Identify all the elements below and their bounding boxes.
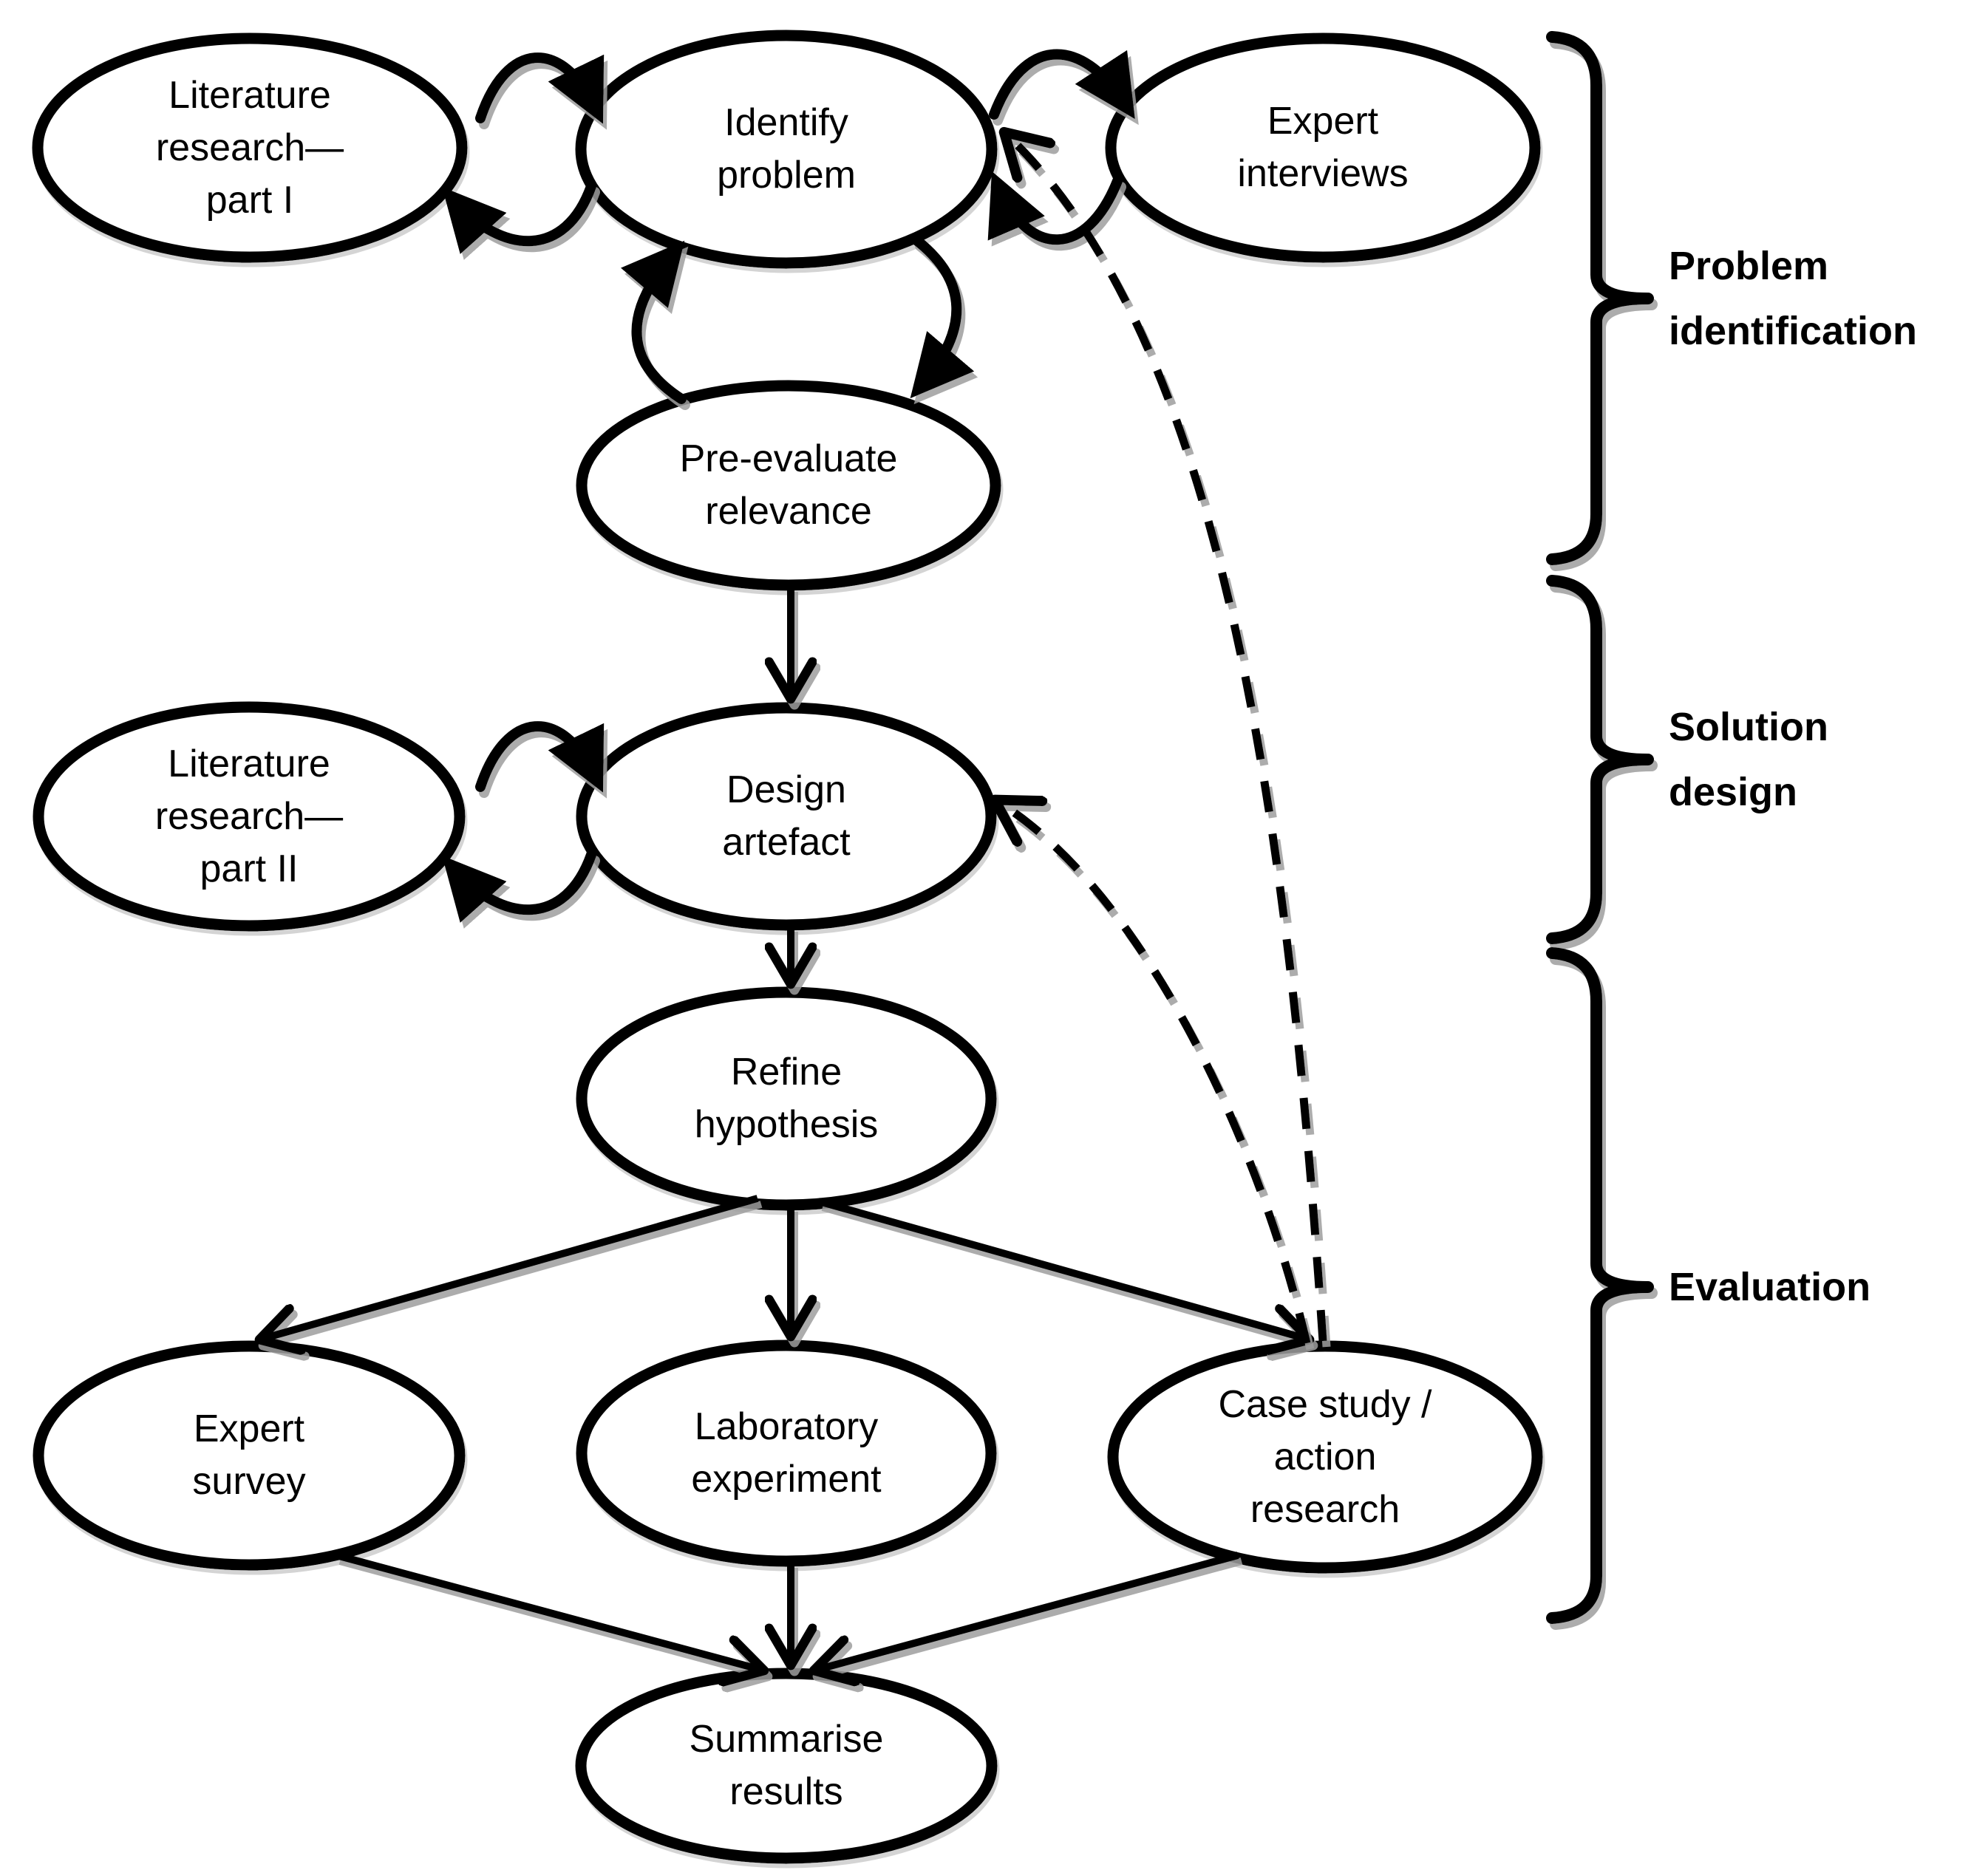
node-expert-interviews-label: Expert interviews (1237, 100, 1409, 195)
node-identify-problem-label: Identify problem (717, 101, 856, 197)
node-shapes (32, 30, 1543, 1864)
phase-label-solution-design: Solution design (1669, 705, 1828, 814)
arrow-case-study-to-summarise (817, 1552, 1239, 1670)
cycle-arrows (442, 49, 1135, 923)
node-pre-evaluate-relevance-shape (576, 380, 1001, 591)
node-expert-survey-label: Expert survey (192, 1407, 306, 1503)
phase-label-problem-identification: Problem identification (1669, 244, 1917, 353)
node-laboratory-experiment-label: Laboratory experiment (691, 1405, 882, 1501)
arrow-refine-to-case-study (817, 1198, 1307, 1339)
node-summarise-results-shape (575, 1668, 998, 1864)
node-literature-research-2-label: Literature research— part II (154, 742, 344, 890)
node-literature-research-1-shape (32, 33, 468, 263)
arrow-identify-to-pre-evaluate (910, 235, 975, 399)
arrow-design-to-literature2 (442, 850, 596, 923)
node-identify-problem-shape (575, 30, 998, 269)
dashed-arrow-case-study-to-design (998, 802, 1311, 1345)
arrow-identify-to-expert-interviews (989, 49, 1135, 120)
arrow-pre-evaluate-to-identify (620, 240, 687, 404)
node-literature-research-2-shape (33, 701, 466, 932)
arrow-expert-survey-to-summarise (335, 1552, 761, 1670)
node-case-study-shape (1107, 1340, 1543, 1574)
brace-solution-design (1546, 575, 1654, 944)
flow-arrows (262, 586, 1307, 1670)
node-case-study-label: Case study / action research (1218, 1382, 1432, 1531)
node-laboratory-experiment-shape (576, 1340, 997, 1567)
node-summarise-results-label: Summarise results (689, 1718, 884, 1813)
arrow-literature2-to-design (475, 721, 605, 793)
arrow-expert-interviews-to-identify (987, 171, 1123, 245)
arrow-refine-to-expert-survey (262, 1195, 759, 1339)
feedback-arrows (998, 134, 1327, 1345)
node-refine-hypothesis-shape (576, 986, 997, 1211)
node-expert-interviews-shape (1105, 33, 1541, 263)
phase-label-evaluation: Evaluation (1669, 1265, 1871, 1309)
node-expert-survey-shape (33, 1340, 466, 1571)
arrow-identify-to-literature1 (442, 181, 596, 254)
arrow-literature1-to-identify (475, 52, 605, 124)
node-design-artefact-label: Design artefact (722, 768, 851, 864)
node-pre-evaluate-relevance-label: Pre-evaluate relevance (679, 437, 898, 533)
node-literature-research-1-label: Literature research— part I (155, 73, 344, 222)
dashed-arrow-case-study-to-identify (1007, 134, 1327, 1342)
phase-braces (1546, 31, 1654, 1624)
node-refine-hypothesis-label: Refine hypothesis (694, 1051, 879, 1146)
brace-problem-identification (1546, 31, 1654, 565)
brace-evaluation (1546, 947, 1654, 1624)
